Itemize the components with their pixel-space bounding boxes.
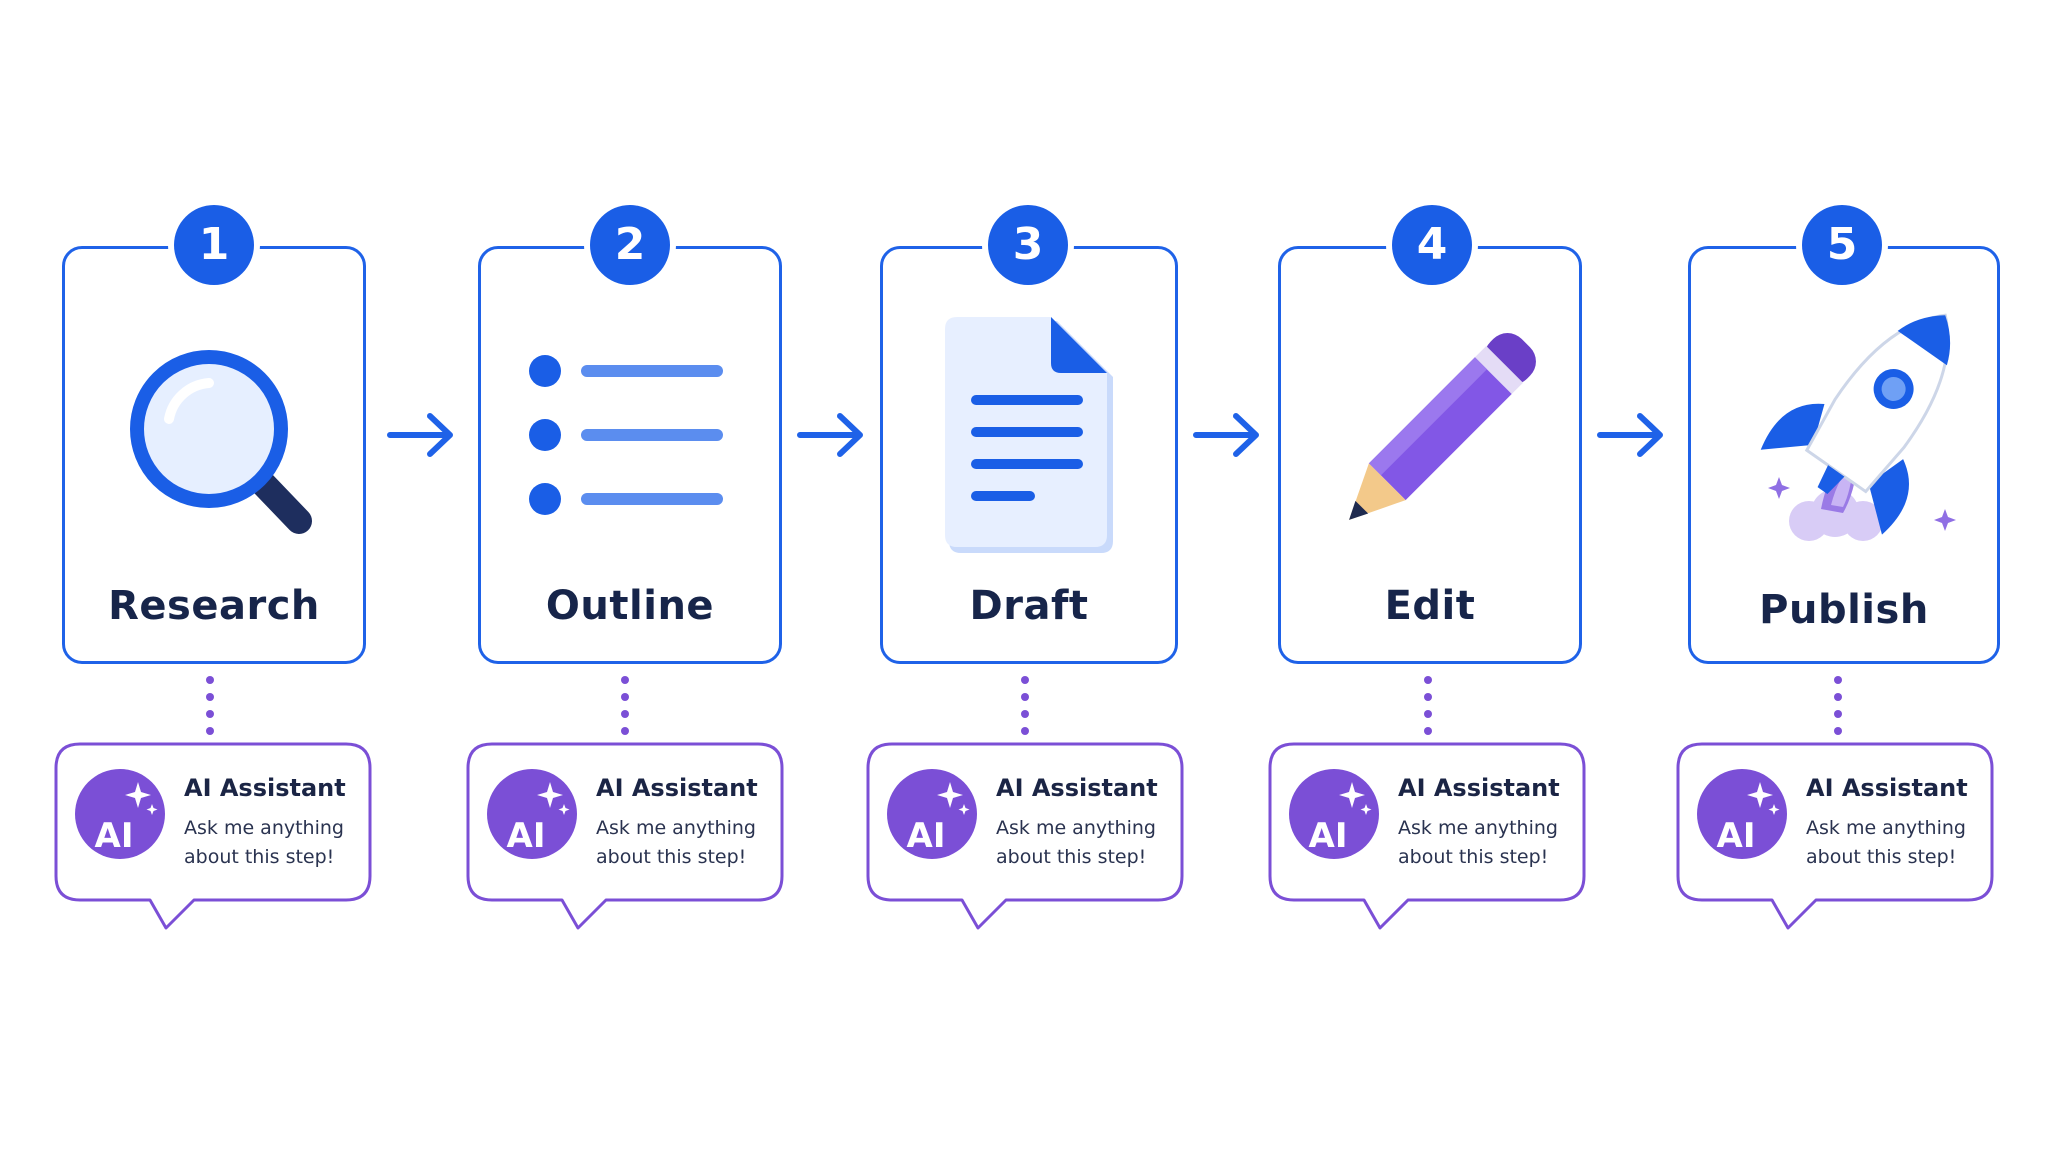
dotted-connector: [1834, 676, 1842, 735]
ai-sparkle-icon: [487, 769, 577, 859]
ai-assistant-bubble[interactable]: AI AI Assistant Ask me anything about th…: [54, 742, 372, 930]
ai-sparkle-icon: [75, 769, 165, 859]
ai-avatar-text: AI: [506, 816, 546, 856]
ai-assistant-bubble[interactable]: AI AI Assistant Ask me anything about th…: [866, 742, 1184, 930]
arrow-right-icon: [1597, 413, 1663, 457]
step-number-badge: 2: [590, 205, 670, 285]
arrow-right-icon: [797, 413, 863, 457]
ai-assistant-message: Ask me anything about this step!: [1398, 817, 1558, 868]
dotted-connector: [1424, 676, 1432, 735]
ai-assistant-bubble[interactable]: AI AI Assistant Ask me anything about th…: [466, 742, 784, 930]
ai-avatar-text: AI: [1716, 816, 1756, 856]
step-card-draft[interactable]: Draft: [880, 246, 1178, 664]
step-number-badge: 4: [1392, 205, 1472, 285]
ai-sparkle-icon: [887, 769, 977, 859]
step-label: Draft: [969, 583, 1089, 629]
ai-assistant-title: AI Assistant: [1398, 774, 1560, 802]
ai-sparkle-icon: [1697, 769, 1787, 859]
ai-assistant-title: AI Assistant: [1806, 774, 1968, 802]
step-number-badge: 3: [988, 205, 1068, 285]
step-label: Publish: [1759, 587, 1929, 633]
bullet-list-icon: [529, 355, 723, 515]
ai-sparkle-icon: [1289, 769, 1379, 859]
document-icon: [945, 317, 1113, 553]
ai-assistant-bubble[interactable]: AI AI Assistant Ask me anything about th…: [1676, 742, 1994, 930]
ai-assistant-title: AI Assistant: [596, 774, 758, 802]
ai-assistant-message: Ask me anything about this step!: [996, 817, 1156, 868]
ai-assistant-title: AI Assistant: [996, 774, 1158, 802]
ai-assistant-title: AI Assistant: [184, 774, 346, 802]
arrow-right-icon: [387, 413, 453, 457]
ai-avatar-text: AI: [906, 816, 946, 856]
step-card-edit[interactable]: Edit: [1278, 246, 1582, 664]
magnifying-glass-icon: [130, 350, 312, 534]
step-label: Research: [108, 583, 320, 629]
step-number-badge: 1: [174, 205, 254, 285]
ai-assistant-message: Ask me anything about this step!: [596, 817, 756, 868]
step-card-research[interactable]: Research: [62, 246, 366, 664]
step-label: Outline: [545, 583, 715, 629]
ai-assistant-bubble[interactable]: AI AI Assistant Ask me anything about th…: [1268, 742, 1586, 930]
step-card-outline[interactable]: Outline: [478, 246, 782, 664]
ai-avatar-text: AI: [94, 816, 134, 856]
ai-assistant-message: Ask me anything about this step!: [1806, 817, 1966, 868]
pencil-icon: [1349, 333, 1536, 520]
step-label: Edit: [1384, 583, 1476, 629]
dotted-connector: [1021, 676, 1029, 735]
rocket-icon: [1760, 313, 1956, 541]
dotted-connector: [621, 676, 629, 735]
step-number-badge: 5: [1802, 205, 1882, 285]
dotted-connector: [206, 676, 214, 735]
arrow-right-icon: [1193, 413, 1259, 457]
ai-avatar-text: AI: [1308, 816, 1348, 856]
ai-assistant-message: Ask me anything about this step!: [184, 817, 344, 868]
step-card-publish[interactable]: Publish: [1688, 246, 2000, 664]
